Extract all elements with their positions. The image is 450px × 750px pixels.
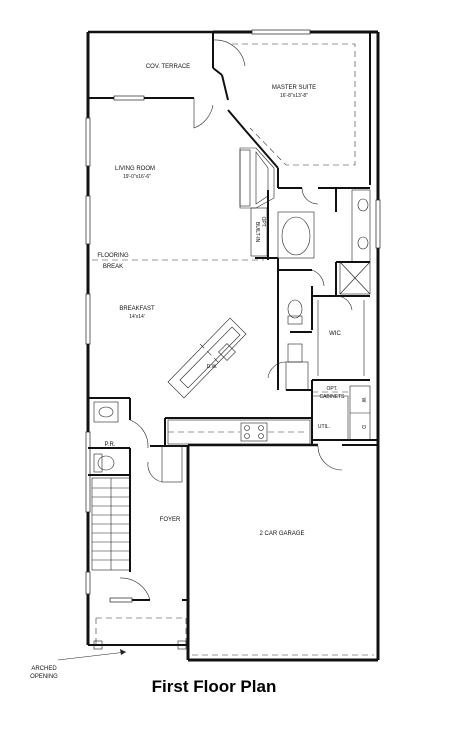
bathtub (277, 211, 315, 259)
foyer-label: FOYER (160, 517, 181, 523)
opt-built-in-label-1: OPT. (260, 216, 266, 227)
garage-label: 2 CAR GARAGE (259, 531, 304, 537)
kitchen-island (167, 317, 247, 399)
breakfast-dim: 14'x14' (129, 314, 145, 320)
walk-in-closet (312, 295, 370, 381)
plan-title: First Floor Plan (152, 677, 277, 696)
powder-room-label: P.R. (105, 442, 116, 448)
room-labels: COV. TERRACE MASTER SUITE 16'-8"x13'-8" … (30, 64, 366, 680)
staircase (91, 475, 131, 572)
master-suite-dim: 16'-8"x13'-8" (280, 93, 308, 99)
terrace-divider (88, 32, 229, 129)
living-room-label: LIVING ROOM (115, 166, 155, 172)
windows (85, 29, 381, 595)
washer-label: W (360, 398, 366, 403)
flooring-label-2: BREAK (103, 264, 123, 270)
arched-opening-label-2: OPENING (30, 674, 58, 680)
master-toilet-room (277, 258, 325, 363)
opt-built-in-label-2: BUILT-IN (254, 222, 260, 243)
exterior-walls (86, 30, 380, 662)
master-door-swing (212, 39, 246, 67)
opt-built-in: OPT. BUILT-IN (250, 190, 278, 260)
opt-cabinets-label-1: OPT. (326, 386, 337, 392)
entry-porch (57, 617, 188, 661)
shower (335, 261, 371, 296)
opt-cabinets-label-2: CABINETS (319, 394, 345, 400)
wic-label: WIC (329, 331, 341, 337)
living-room-dim: 19'-0"x16'-6" (123, 174, 151, 180)
cov-terrace-label: COV. TERRACE (146, 64, 190, 70)
master-vanity (351, 189, 371, 263)
breakfast-label: BREAKFAST (119, 306, 155, 312)
utility-room (311, 385, 378, 471)
arched-opening-label-1: ARCHED (31, 666, 57, 672)
kitchen-walls (267, 360, 313, 420)
foyer-walls (109, 445, 188, 603)
powder-room (88, 397, 149, 476)
master-suite-walls (227, 43, 370, 212)
dryer-label: D (360, 425, 366, 429)
kitchen-counter (164, 417, 312, 446)
master-suite-label: MASTER SUITE (272, 85, 316, 91)
utility-label: UTIL. (318, 424, 330, 430)
dishwasher-label: D.W. (207, 364, 218, 370)
flooring-label-1: FLOORING (97, 253, 129, 259)
